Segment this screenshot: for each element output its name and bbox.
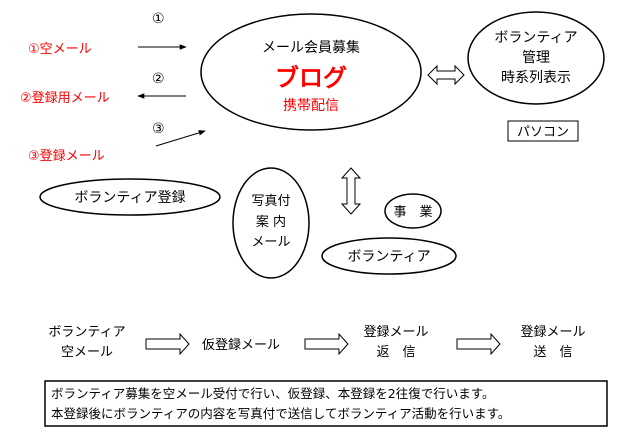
volunteer-ellipse: [321, 237, 457, 275]
volunteer-manage-line1: ボランティア: [494, 30, 577, 46]
flow-item3-line2: 返 信: [376, 345, 415, 360]
note-line1: ボランティア募集を空メール受付で行い、仮登録、本登録を2往復で行います。: [51, 386, 494, 401]
flow-item3-line1: 登録メール: [363, 325, 428, 340]
flow-item4-line2: 送 信: [533, 345, 572, 360]
bidirectional-arrow-horizontal: [427, 64, 465, 86]
step2-label: ②登録用メール: [20, 91, 110, 106]
flow-item4-line1: 登録メール: [520, 325, 585, 340]
volunteer-manage-ellipse: [467, 11, 605, 105]
flow-arrow-1: [145, 332, 190, 356]
volunteer-label: ボランティア: [347, 249, 430, 265]
step3-label: ③登録メール: [28, 149, 105, 164]
step1-label: ①空メール: [28, 42, 92, 57]
photo-mail-line2: 案 内: [256, 214, 286, 230]
step3-arrow: [155, 130, 206, 147]
photo-mail-line1: 写真付: [251, 194, 290, 209]
pc-label: パソコン: [517, 125, 569, 140]
flow-item1-line2: 空メール: [61, 345, 113, 360]
note-line2: 本登録後にボランティアの内容を写真付で送信してボランティア活動を行います。: [51, 406, 510, 421]
pc-box: [507, 120, 579, 142]
bidirectional-arrow-vertical: [340, 167, 362, 215]
center-line3: 携帯配信: [283, 98, 339, 114]
flow-arrow-3: [456, 332, 501, 356]
step-number-2: ②: [152, 71, 165, 87]
center-title-blog: ブログ: [275, 64, 347, 92]
volunteer-manage-line2: 管理: [522, 50, 550, 66]
business-label: 事 業: [393, 204, 432, 220]
note-box: [44, 380, 608, 427]
business-ellipse: [384, 193, 442, 229]
volunteer-register-label: ボランティア登録: [74, 190, 185, 206]
flow-item1-line1: ボランティア: [48, 325, 125, 340]
step-number-3: ③: [152, 121, 165, 137]
step-number-1: ①: [152, 11, 165, 27]
photo-mail-ellipse: [232, 167, 310, 279]
volunteer-manage-line3: 時系列表示: [501, 70, 571, 86]
photo-mail-line3: メール: [251, 235, 290, 250]
flow-item2: 仮登録メール: [202, 338, 280, 353]
center-line1: メール会員募集: [262, 39, 360, 56]
flow-arrow-2: [304, 332, 349, 356]
center-ellipse: [200, 13, 422, 131]
volunteer-register-ellipse: [39, 178, 221, 216]
